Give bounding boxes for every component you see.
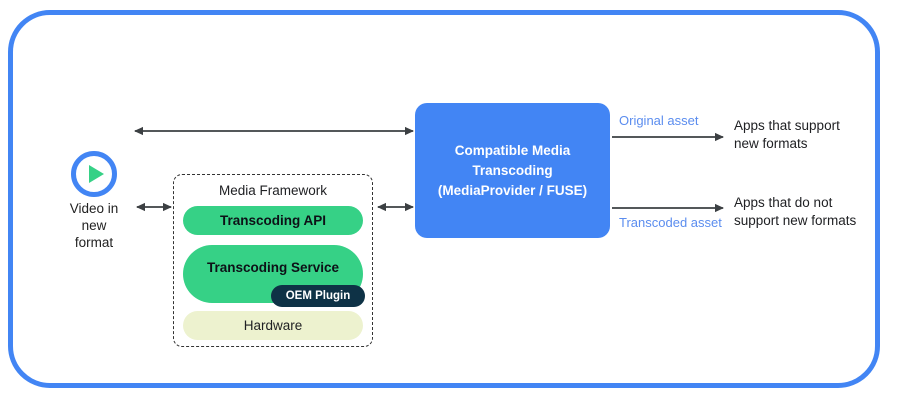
apps-support-label: Apps that support new formats [734, 117, 840, 153]
transcoding-api-pill: Transcoding API [183, 206, 363, 235]
outer-frame-border [8, 10, 880, 388]
oem-plugin-badge: OEM Plugin [271, 285, 365, 307]
play-triangle-icon [89, 165, 104, 183]
video-source-label-line2: new [81, 218, 107, 233]
video-source-label-line1: Video in [69, 201, 119, 216]
video-source-label: Video in new format [46, 200, 142, 251]
apps-no-support-line1: Apps that do not [734, 195, 833, 210]
hardware-label: Hardware [243, 318, 303, 333]
cmt-line-2: Transcoding [472, 162, 553, 178]
compatible-media-transcoding-box: Compatible Media Transcoding (MediaProvi… [415, 103, 610, 238]
play-circle-icon [71, 151, 117, 197]
apps-no-support-label: Apps that do not support new formats [734, 194, 856, 230]
oem-plugin-label: OEM Plugin [285, 290, 351, 302]
original-asset-label: Original asset [619, 113, 699, 128]
transcoded-asset-label: Transcoded asset [619, 215, 722, 230]
media-framework-title: Media Framework [218, 183, 328, 198]
cmt-line-3: (MediaProvider / FUSE) [437, 182, 588, 198]
transcoding-service-label: Transcoding Service [206, 259, 340, 275]
video-source-label-line3: format [74, 235, 114, 250]
apps-no-support-line2: support new formats [734, 213, 857, 228]
hardware-pill: Hardware [183, 311, 363, 340]
transcoding-api-label: Transcoding API [219, 213, 327, 228]
apps-support-line1: Apps that support [734, 118, 840, 133]
apps-support-line2: new formats [734, 136, 808, 151]
cmt-line-1: Compatible Media [454, 142, 571, 158]
